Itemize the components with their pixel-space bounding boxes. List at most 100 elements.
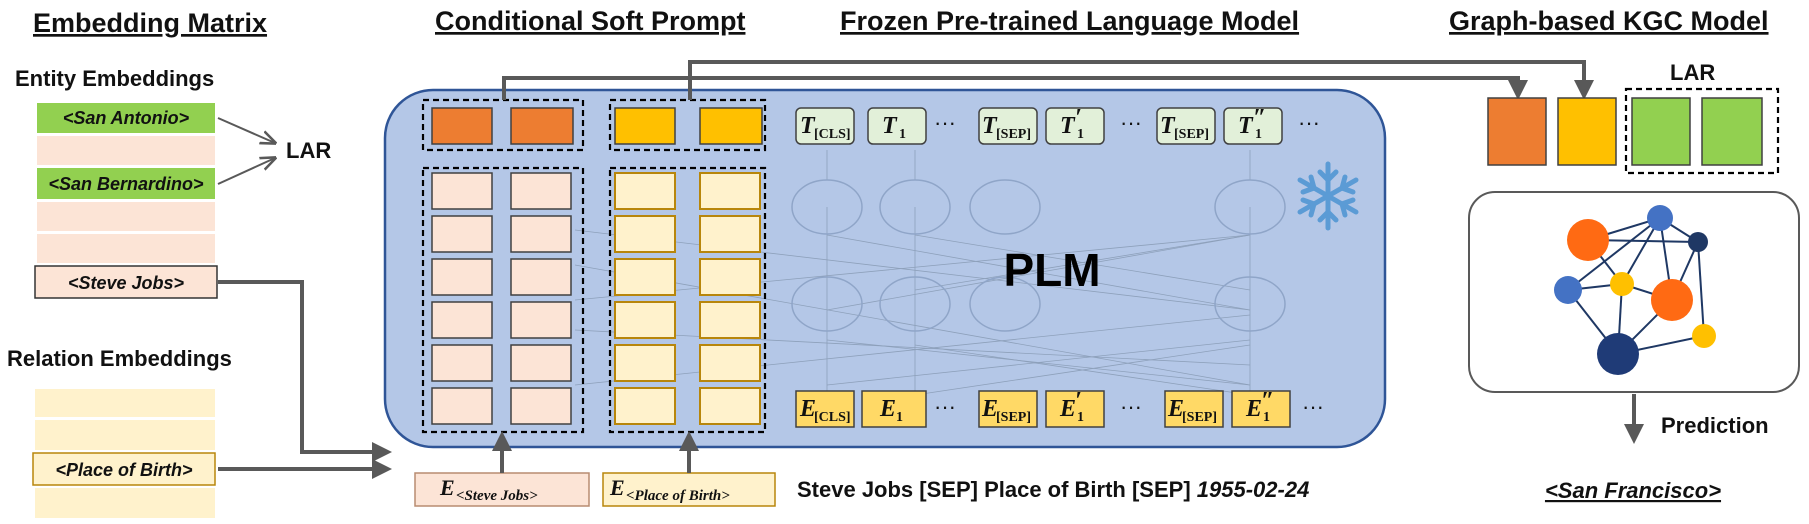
entity-row-san-antonio: [37, 103, 215, 133]
ellipsis: ···: [934, 110, 956, 135]
section-title-frozen-plm: Frozen Pre-trained Language Model: [840, 6, 1299, 36]
relation-embeddings-title: Relation Embeddings: [7, 346, 232, 371]
entity-row-empty: [37, 234, 215, 263]
token-e-sep: [978, 390, 1038, 428]
token-t-sep-2-sub: [SEP]: [1174, 127, 1209, 142]
token-t-1-prime: [1045, 107, 1105, 145]
token-e-1-dprime-sub: 1: [1263, 410, 1270, 425]
relation-row-empty: [35, 389, 215, 417]
token-e-cls-sub: [CLS]: [814, 410, 851, 425]
token-e-sep-2: [1164, 390, 1224, 428]
orange-prompt-token: [431, 107, 493, 145]
yellow-prompt-grid: [608, 166, 767, 434]
section-title-soft-prompt: Conditional Soft Prompt: [435, 6, 745, 36]
entity-row-empty: [37, 202, 215, 231]
prediction-label: Prediction: [1661, 413, 1769, 438]
relation-row-place-of-birth: [32, 452, 216, 486]
kg-node: [1554, 276, 1582, 304]
kgc-yellow-embedding: [1557, 97, 1617, 166]
entity-embeddings-title: Entity Embeddings: [15, 66, 214, 91]
input-sequence-text: Steve Jobs [SEP] Place of Birth [SEP] 19…: [797, 477, 1309, 502]
kgc-green-embedding: [1631, 97, 1691, 166]
kg-node: [1597, 333, 1639, 375]
token-e-1: [861, 390, 927, 428]
token-e-1-prime: [1045, 390, 1105, 428]
top-token-row: T [CLS] T 1 ··· T [SEP] T ′ 1 ··· T [SEP…: [795, 105, 1320, 145]
orange-prompt-token: [510, 107, 574, 145]
token-t-1-prime-base: T: [1060, 113, 1076, 139]
relation-label-place-of-birth: <Place of Birth>: [55, 460, 193, 480]
yellow-prompt-token: [614, 107, 676, 145]
token-t-1-dprime-mark: ″: [1253, 105, 1266, 131]
kg-node: [1692, 324, 1716, 348]
token-t-sep-2: [1156, 107, 1216, 145]
kgc-green-embedding: [1701, 97, 1763, 166]
token-t-1-prime-sub: 1: [1077, 127, 1084, 142]
token-t-cls: [795, 107, 855, 145]
token-e-1-base: E: [879, 396, 896, 422]
entity-row-steve-jobs: [34, 265, 218, 299]
lar-label-left: LAR: [286, 138, 331, 163]
token-e-sep-2-sub: [SEP]: [1182, 410, 1217, 425]
token-t-cls-base: T: [800, 113, 816, 139]
entity-embedding-input-box: [414, 472, 590, 507]
yellow-prompt-group: [608, 98, 767, 152]
section-title-graph-kgc: Graph-based KGC Model: [1449, 6, 1769, 36]
token-e-1-prime-base: E: [1059, 396, 1076, 422]
token-t-1-dprime-base: T: [1238, 113, 1254, 139]
token-e-sep-base: E: [981, 396, 998, 422]
entity-row-san-bernardino: [37, 168, 215, 199]
token-e-1-prime-mark: ′: [1075, 388, 1082, 414]
ellipsis: ···: [1120, 110, 1142, 135]
peach-grid-cells: [431, 172, 572, 425]
kg-node: [1610, 272, 1634, 296]
relation-embedding-base: E: [609, 475, 625, 500]
kg-node: [1688, 232, 1708, 252]
kgc-orange-embedding: [1487, 97, 1547, 166]
yellow-prompt-token: [699, 107, 763, 145]
token-t-1-dprime-sub: 1: [1255, 127, 1262, 142]
entity-label-steve-jobs: <Steve Jobs>: [68, 273, 185, 293]
plm-label: PLM: [1003, 244, 1100, 296]
token-e-1-sub: 1: [896, 410, 903, 425]
token-e-1-dprime-mark: ″: [1261, 388, 1274, 414]
token-e-sep-sub: [SEP]: [996, 410, 1031, 425]
token-t-sep: [978, 107, 1038, 145]
yellow-output-arrow: [688, 60, 1594, 100]
token-t-sep-base: T: [982, 113, 998, 139]
entity-flow-arrow: [218, 280, 392, 462]
entity-label-san-bernardino: <San Bernardino>: [48, 174, 204, 194]
relation-row-empty: [35, 488, 215, 518]
bottom-token-row: E [CLS] E 1 ··· E [SEP] E ′ 1 ··· E [SEP…: [795, 388, 1324, 428]
token-e-sep-2-base: E: [1167, 396, 1184, 422]
embedding-matrix-panel: Entity Embeddings <San Antonio> <San Ber…: [7, 66, 331, 518]
token-e-cls: [795, 390, 855, 428]
entity-embedding-base: E: [439, 475, 455, 500]
ellipsis: ···: [1120, 394, 1142, 419]
token-t-sep-2-base: T: [1160, 113, 1176, 139]
token-t-sep-sub: [SEP]: [996, 127, 1031, 142]
network-lines: [574, 150, 1251, 400]
token-e-1-prime-sub: 1: [1077, 410, 1084, 425]
snowflake-icon: [1297, 161, 1359, 231]
token-t-1-base: T: [882, 113, 898, 139]
orange-output-arrow: [502, 76, 1528, 100]
entity-row-empty: [37, 136, 215, 165]
kg-node: [1647, 205, 1673, 231]
relation-row-empty: [35, 420, 215, 450]
relation-embedding-sub: <Place of Birth>: [626, 488, 730, 504]
entity-embedding-sub: <Steve Jobs>: [456, 488, 538, 504]
token-t-cls-sub: [CLS]: [814, 127, 851, 142]
token-t-1-dprime: [1223, 107, 1283, 145]
ellipsis: ···: [934, 394, 956, 419]
predicted-answer: <San Francisco>: [1545, 478, 1721, 503]
kgc-lar-group: [1624, 87, 1780, 175]
kg-node: [1567, 219, 1609, 261]
kg-node: [1651, 279, 1693, 321]
network-nodes: [791, 179, 1286, 332]
section-title-embedding-matrix: Embedding Matrix: [33, 8, 267, 38]
token-t-1-prime-mark: ′: [1075, 105, 1082, 131]
token-e-cls-base: E: [799, 396, 816, 422]
token-t-1-sub: 1: [899, 127, 906, 142]
token-e-1-dprime: [1231, 390, 1291, 428]
